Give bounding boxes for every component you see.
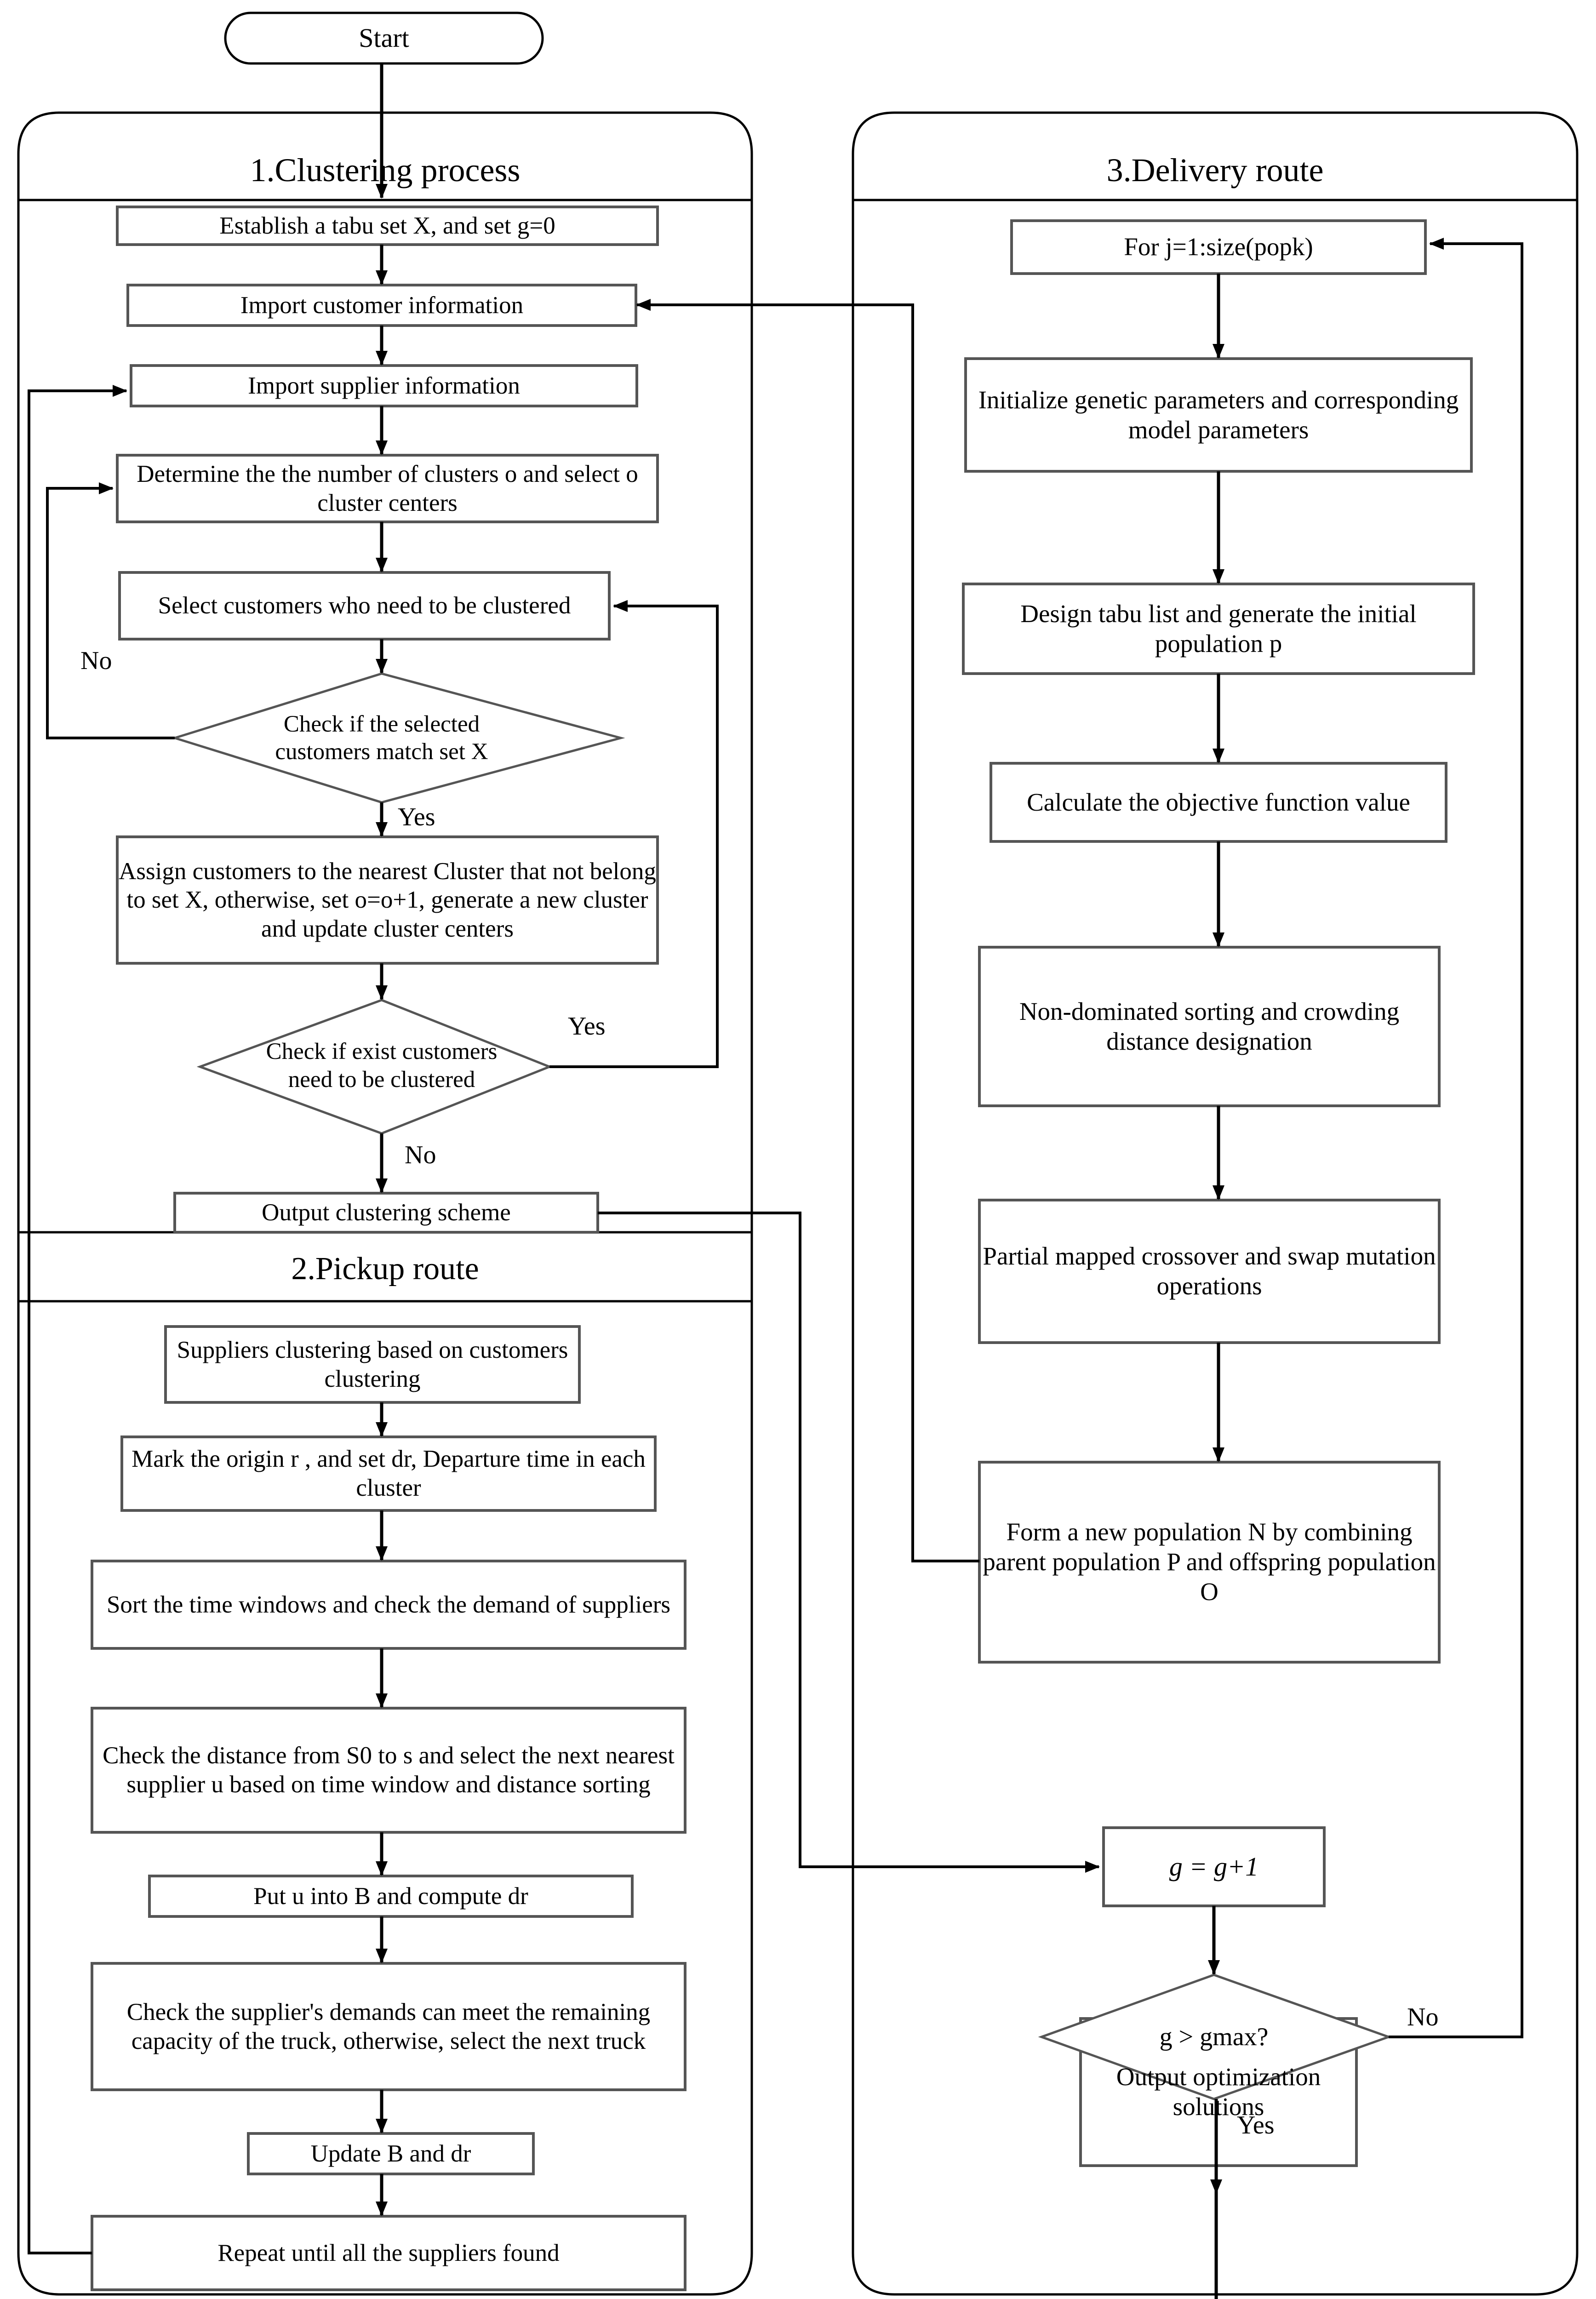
p3n5-shape <box>978 946 1441 1107</box>
p1d1-no-text: No <box>80 646 112 675</box>
p3d1-no-label: No <box>1407 2002 1438 2032</box>
panel-3-frame <box>852 111 1579 2296</box>
edge-p3n7-to-p1n2 <box>636 299 979 1562</box>
edge-p1d2-yes-to-p1n5 <box>549 600 719 1068</box>
p1d2-no-text: No <box>405 1141 436 1169</box>
p1n3-shape <box>130 364 638 407</box>
p2n4-shape <box>91 1707 686 1834</box>
p1d1-yes-text: Yes <box>398 803 435 831</box>
node-shapes <box>91 11 1475 2291</box>
p2n2-shape <box>120 1435 657 1512</box>
p1n5-shape <box>118 571 611 641</box>
p2n8-shape <box>91 2215 686 2291</box>
p1d1-shape <box>171 672 625 804</box>
panel-frames <box>17 111 1579 2296</box>
p3n6-shape <box>978 1199 1441 1344</box>
p3d1-shape <box>1038 1973 1392 2100</box>
p2n5-shape <box>148 1875 634 1918</box>
edge-p1n7-to-p3n8 <box>598 1212 1100 1873</box>
p1d1-no-label: No <box>80 646 112 675</box>
p1d2-shape <box>196 999 553 1135</box>
p1d1-yes-label: Yes <box>398 802 435 832</box>
p3n4-shape <box>990 762 1447 843</box>
panel-1-2-frame <box>17 111 753 2296</box>
p3n3-shape <box>962 583 1475 675</box>
p1d2-no-label: No <box>405 1140 436 1170</box>
start-terminal-shape <box>224 11 544 65</box>
edge-p2n8-to-p1n3 <box>28 385 127 2254</box>
p2n6-shape <box>91 1962 686 2091</box>
p3n2-shape <box>964 357 1473 473</box>
p1n7-shape <box>173 1192 599 1234</box>
edge-p3d1-no-to-p3n1 <box>1389 238 1523 2038</box>
p2n7-shape <box>247 2132 535 2175</box>
p3n7-shape <box>978 1461 1441 1664</box>
edge-p1d1-no-to-p1n4 <box>46 482 175 739</box>
p3d1-yes-label: Yes <box>1237 2110 1274 2140</box>
p3n8-shape <box>1102 1826 1326 1907</box>
p3n1-shape <box>1010 219 1427 275</box>
p1n2-shape <box>126 284 637 327</box>
p1d2-yes-label: Yes <box>568 1012 605 1041</box>
p3d1-yes-text: Yes <box>1237 2111 1275 2139</box>
p3d1-no-text: No <box>1407 2003 1439 2031</box>
p1n1-shape <box>116 206 659 246</box>
p1n6-shape <box>116 835 659 965</box>
p2n3-shape <box>91 1560 686 1650</box>
p1n4-shape <box>116 454 659 523</box>
connector-lines <box>28 63 1523 2299</box>
p1d2-yes-text: Yes <box>568 1012 606 1041</box>
p2n1-shape <box>164 1325 581 1404</box>
